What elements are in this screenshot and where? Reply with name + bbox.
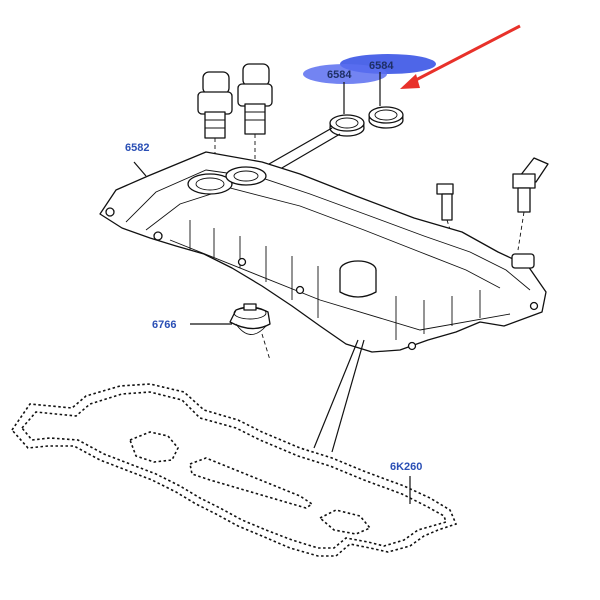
callout-seal-front: 6584	[327, 69, 352, 81]
cover-gasket	[10, 383, 458, 557]
leader-seals-to-cover-2	[274, 133, 341, 173]
valve-cover	[99, 151, 547, 353]
red-arrow	[400, 24, 521, 89]
seal-ring-left	[329, 114, 365, 137]
leader-valve-cover	[133, 161, 147, 177]
callout-oil-filler-cap: 6766	[152, 319, 176, 331]
callout-cover-gasket: 6K260	[390, 461, 422, 473]
solenoid-valve-right	[237, 63, 273, 166]
seal-ring-right	[368, 106, 404, 129]
highlight-ellipse-front	[303, 64, 387, 84]
callout-valve-cover: 6582	[125, 142, 149, 154]
sensor-left	[436, 183, 460, 259]
oil-filler-cap	[229, 303, 271, 361]
leader-cover-to-gasket-1	[313, 339, 359, 449]
callout-seal-back: 6584	[369, 60, 394, 72]
leader-seals-to-cover-1	[261, 127, 333, 169]
solenoid-valve-left	[197, 71, 233, 168]
leader-cover-to-gasket-2	[331, 339, 365, 453]
sensor-right	[512, 157, 549, 251]
